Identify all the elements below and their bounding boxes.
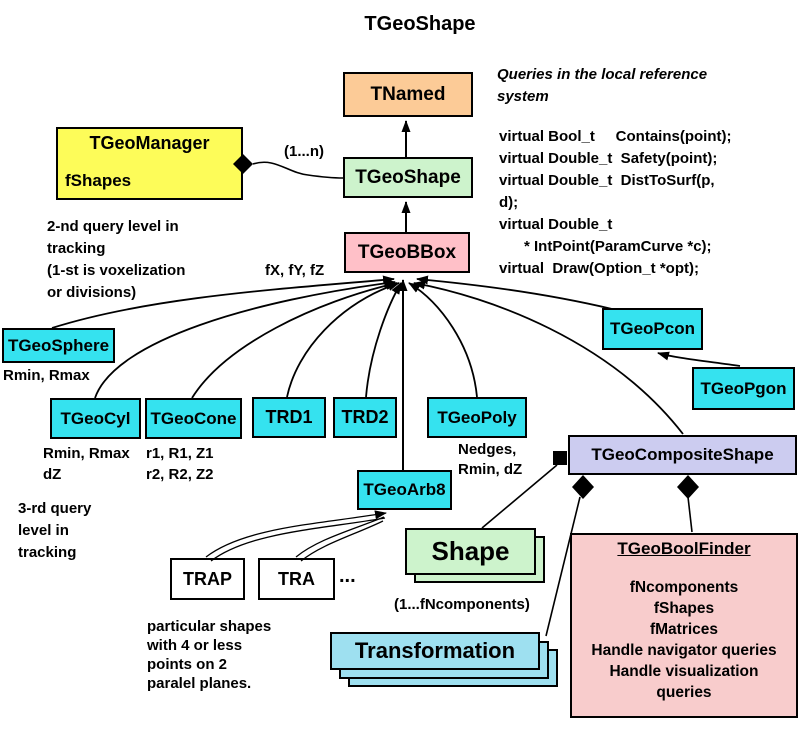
edge-tgeopcon-tgeobbox bbox=[416, 275, 613, 310]
class-box-tgeopoly: TGeoPoly bbox=[427, 397, 527, 438]
queries-note: Queries in the local reference system bbox=[497, 66, 708, 105]
edge-trd1-tgeobbox bbox=[286, 282, 400, 398]
class-box-tnamed: TNamed bbox=[343, 72, 473, 117]
class-box-tgeomanager: TGeoManager fShapes bbox=[56, 127, 243, 200]
ncomponents-multiplicity-label: (1...fNcomponents) bbox=[394, 596, 530, 613]
edge-tra-tgeoarb8-inner bbox=[300, 520, 384, 562]
class-box-tgeoarb8: TGeoArb8 bbox=[357, 470, 452, 510]
class-label-tgeoarb8: TGeoArb8 bbox=[363, 480, 446, 500]
third-query-note: 3-rd query level in tracking bbox=[18, 500, 92, 561]
aggregation-diamond-icon-composite-transformation bbox=[572, 475, 594, 499]
class-box-tgeobbox: TGeoBBox bbox=[344, 232, 470, 273]
second-query-note: 2-nd query level in tracking (1-st is vo… bbox=[47, 218, 186, 301]
class-box-tgeopgon: TGeoPgon bbox=[692, 367, 795, 410]
class-box-tgeopcon: TGeoPcon bbox=[602, 308, 703, 350]
cyl-params-label: Rmin, Rmax dZ bbox=[43, 445, 130, 483]
edge-trap-tgeoarb8-inner bbox=[210, 517, 386, 562]
class-label-tgeoboolfinder: TGeoBoolFinder bbox=[617, 539, 751, 558]
class-box-tgeoboolfinder: TGeoBoolFinder fNcomponents fShapes fMatri… bbox=[570, 533, 798, 718]
class-label-tgeobbox: TGeoBBox bbox=[357, 241, 457, 263]
edge-trd2-tgeobbox bbox=[365, 282, 402, 398]
ellipsis-label: ... bbox=[339, 565, 356, 587]
edge-tgeomanager-tgeoshape bbox=[252, 161, 344, 179]
class-box-trd1: TRD1 bbox=[252, 397, 326, 438]
boolfinder-line: Handle visualization bbox=[609, 662, 759, 680]
class-box-tgeocyl: TGeoCyl bbox=[50, 398, 141, 439]
aggregation-diamond-icon-composite-boolfinder bbox=[677, 475, 699, 499]
class-label-tgeomanager: TGeoManager bbox=[89, 133, 210, 153]
boolfinder-line: Handle navigator queries bbox=[591, 641, 777, 659]
class-box-tgeosphere: TGeoSphere bbox=[2, 328, 115, 363]
edge-tgeopoly-tgeobbox bbox=[408, 282, 478, 398]
class-box-trap: TRAP bbox=[170, 558, 245, 600]
bbox-params-label: fX, fY, fZ bbox=[265, 262, 325, 279]
class-label-tgeocone: TGeoCone bbox=[150, 408, 237, 428]
edge-trap-tgeoarb8-outer bbox=[205, 510, 387, 558]
class-box-tra: TRA bbox=[258, 558, 335, 600]
class-label-trap: TRAP bbox=[183, 568, 232, 589]
boolfinder-line: fMatrices bbox=[649, 620, 719, 638]
transformation-stack-label: Transformation bbox=[354, 638, 516, 663]
shape-instances-stack: Shape bbox=[405, 528, 545, 583]
class-label-tgeopoly: TGeoPoly bbox=[437, 407, 517, 427]
class-label-tgeosphere: TGeoSphere bbox=[7, 335, 110, 355]
transformation-instances-stack: Transformation bbox=[330, 632, 558, 687]
class-label-tgeopcon: TGeoPcon bbox=[609, 319, 695, 339]
class-box-tgeocompositeshape: TGeoCompositeShape bbox=[568, 435, 797, 475]
poly-params-label: Nedges, Rmin, dZ bbox=[458, 441, 523, 478]
boolfinder-line: fNcomponents bbox=[629, 578, 739, 596]
aggregation-square-icon-composite-shape bbox=[553, 451, 567, 465]
shape-stack-front: Shape bbox=[405, 528, 536, 575]
class-label-trd2: TRD2 bbox=[341, 407, 389, 428]
page-title: TGeoShape bbox=[364, 13, 476, 35]
class-label-tra: TRA bbox=[278, 568, 315, 589]
edge-tgeopgon-tgeopcon bbox=[657, 351, 741, 367]
edge-tgeocomposite-tgeoboolfinder bbox=[687, 496, 693, 533]
attribute-fshapes: fShapes bbox=[65, 171, 132, 191]
class-box-tgeoshape: TGeoShape bbox=[343, 157, 473, 198]
multiplicity-label: (1...n) bbox=[284, 143, 324, 160]
cone-params-label: r1, R1, Z1 r2, R2, Z2 bbox=[146, 445, 214, 483]
virtual-methods-list: virtual Bool_t Contains(point); virtual … bbox=[499, 128, 732, 277]
class-label-tgeoshape: TGeoShape bbox=[355, 166, 461, 188]
shape-stack-label: Shape bbox=[431, 536, 510, 566]
boolfinder-line: fShapes bbox=[653, 599, 715, 617]
class-label-trd1: TRD1 bbox=[265, 407, 313, 428]
particular-shapes-note: particular shapes with 4 or less points … bbox=[147, 618, 272, 692]
class-box-trd2: TRD2 bbox=[333, 397, 397, 438]
class-label-tnamed: TNamed bbox=[370, 83, 446, 105]
class-label-tgeocompositeshape: TGeoCompositeShape bbox=[591, 445, 774, 465]
transformation-stack-front: Transformation bbox=[330, 632, 540, 670]
edge-tra-tgeoarb8-outer bbox=[295, 516, 385, 558]
class-label-tgeocyl: TGeoCyl bbox=[60, 408, 131, 428]
edge-tgeocone-tgeobbox bbox=[191, 281, 398, 399]
sphere-params-label: Rmin, Rmax bbox=[3, 367, 90, 384]
boolfinder-line: queries bbox=[656, 683, 712, 701]
class-label-tgeopgon: TGeoPgon bbox=[700, 378, 787, 398]
class-box-tgeocone: TGeoCone bbox=[145, 398, 242, 439]
